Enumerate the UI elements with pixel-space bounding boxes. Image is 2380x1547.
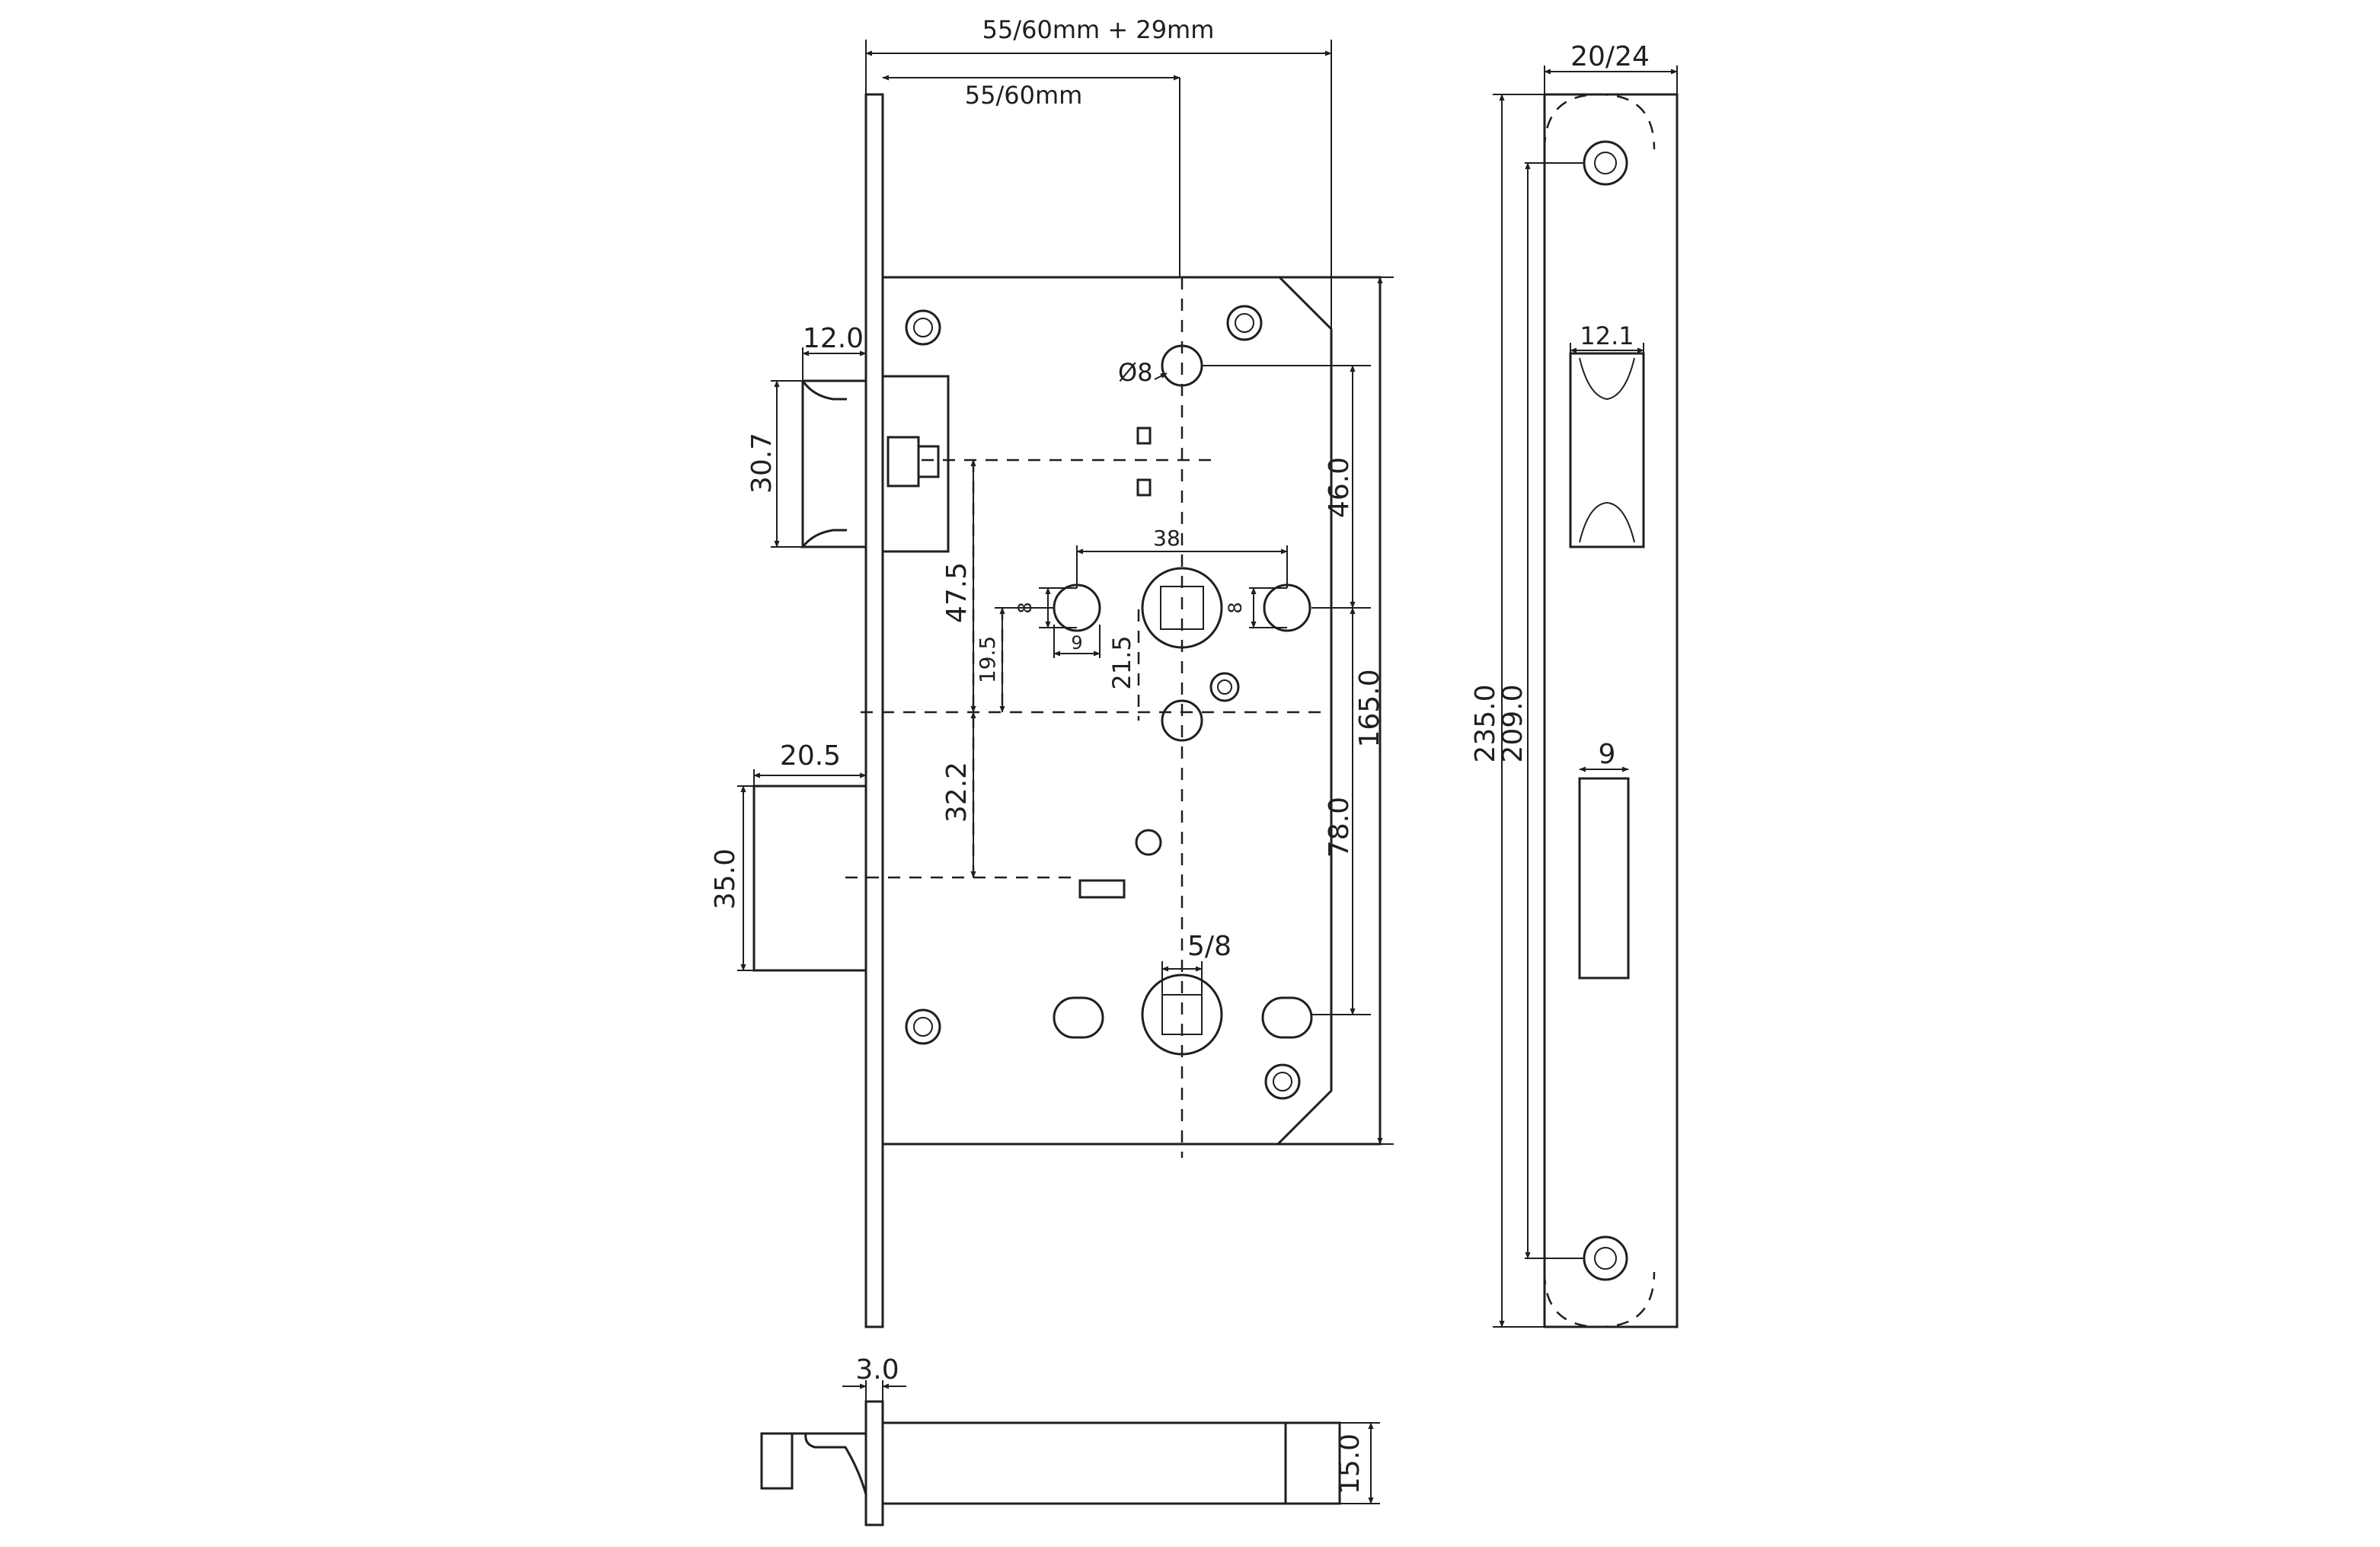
- dim-32-2: 32.2: [941, 762, 973, 823]
- lock-case: [883, 276, 1382, 1146]
- screw-bottom-right: [1264, 1063, 1301, 1100]
- dim-backset-plus: 55/60mm + 29mm: [982, 15, 1215, 44]
- dim-side-height: 15.0: [1334, 1434, 1366, 1494]
- dim-backset: 55/60mm: [965, 81, 1083, 110]
- dim-cylinder-hole: Ø8: [1118, 358, 1153, 387]
- latch-bolt: [800, 375, 950, 553]
- screw-top-right: [1226, 305, 1263, 341]
- forend-plate: [864, 93, 884, 1328]
- dim-hole-8-right: 8: [1225, 602, 1246, 613]
- screw-bottom-left: [905, 1008, 941, 1045]
- dim-21-5: 21.5: [1107, 635, 1136, 689]
- faceplate-screw-bottom: [1583, 1235, 1628, 1281]
- dim-faceplate-bolt: 9: [1599, 739, 1616, 770]
- dim-faceplate-height: 235.0: [1470, 684, 1501, 762]
- dim-deadbolt-height: 35.0: [710, 849, 741, 909]
- faceplate-bolt-opening: [1578, 777, 1630, 980]
- dim-46: 46.0: [1324, 457, 1355, 518]
- dim-faceplate-latch: 12.1: [1580, 321, 1634, 350]
- bottom-case: [881, 1421, 1341, 1505]
- faceplate-view: 20/24 12.1 9 235.0 209.0: [1470, 41, 1679, 1328]
- dim-latch-width: 12.0: [803, 323, 864, 354]
- dim-165: 165.0: [1354, 669, 1385, 747]
- faceplate: [1543, 93, 1679, 1328]
- dim-47-5: 47.5: [941, 562, 973, 623]
- front-view: 55/60mm + 29mm 55/60mm 12.0 30.7 Ø8 46.0…: [710, 15, 1394, 1328]
- dim-screw-spacing: 209.0: [1497, 684, 1529, 762]
- screw-top-left: [905, 309, 941, 346]
- dim-spindle-5-8: 5/8: [1187, 931, 1232, 962]
- dim-faceplate-thickness: 3.0: [855, 1354, 899, 1386]
- dim-hole-spacing: 38: [1153, 526, 1180, 551]
- deadbolt: [752, 785, 867, 972]
- bottom-forend: [864, 1400, 884, 1526]
- dim-deadbolt-width: 20.5: [780, 740, 841, 772]
- bottom-latch: [804, 1432, 867, 1495]
- dim-latch-height: 30.7: [746, 433, 778, 494]
- dim-faceplate-width: 20/24: [1570, 41, 1650, 72]
- bottom-view: 3.0 15.0: [760, 1354, 1380, 1526]
- screw-middle: [1209, 672, 1240, 702]
- dim-hole-9: 9: [1071, 632, 1082, 654]
- dim-19-5: 19.5: [975, 636, 1000, 683]
- dim-78: 78.0: [1324, 797, 1355, 858]
- faceplate-screw-top: [1583, 140, 1628, 186]
- faceplate-latch-opening: [1569, 352, 1645, 548]
